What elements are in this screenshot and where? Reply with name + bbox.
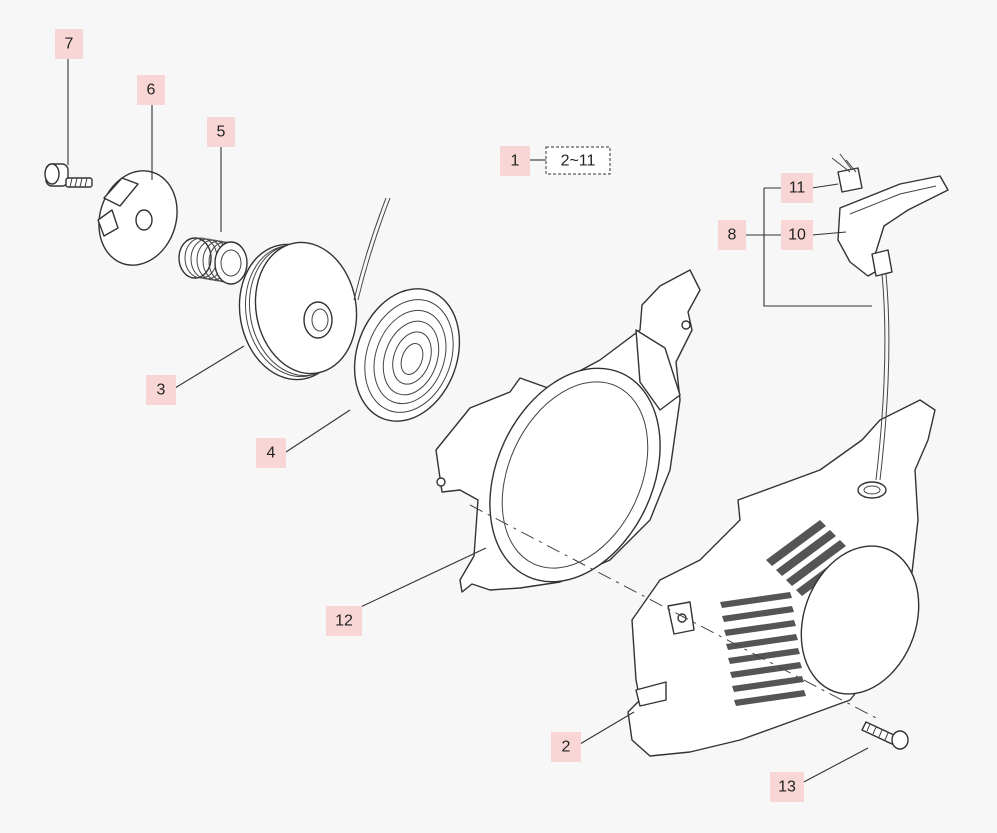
callout-1: 1 2~11 [500, 146, 611, 176]
part-11-rope-clip [831, 153, 863, 193]
callout-12: 12 [326, 606, 362, 636]
part-13-screw [861, 721, 909, 750]
callout-2-text: 2 [562, 739, 571, 756]
callout-5-text: 5 [217, 124, 226, 141]
callout-4-text: 4 [267, 445, 276, 462]
callout-7-text: 7 [65, 36, 74, 53]
part-6-pawl-plate [97, 170, 178, 266]
callout-10: 10 [781, 220, 813, 250]
part-4-recoil-spring [353, 288, 461, 422]
part-10-starter-handle [837, 175, 949, 277]
part-5-coil-spring [178, 237, 248, 285]
callout-6-text: 6 [147, 82, 156, 99]
part-2-starter-housing [627, 399, 936, 757]
callout-7: 7 [55, 29, 83, 59]
callout-1-text: 1 [511, 153, 520, 170]
callout-2: 2 [551, 732, 581, 762]
callout-5: 5 [207, 117, 235, 147]
callout-10-text: 10 [788, 227, 806, 244]
callout-13-text: 13 [778, 779, 796, 796]
callout-11: 11 [781, 173, 813, 203]
part-7-bolt [44, 163, 93, 188]
callout-8: 8 [718, 220, 746, 250]
callout-13: 13 [770, 772, 804, 802]
starter-rope [875, 273, 890, 481]
assembly-axis-line [469, 504, 881, 721]
callout-12-text: 12 [335, 613, 353, 630]
callout-3: 3 [146, 375, 176, 405]
part-12-guide-plate [435, 269, 701, 593]
callout-6: 6 [137, 75, 165, 105]
callout-11-text: 11 [789, 180, 806, 197]
callout-4: 4 [256, 438, 286, 468]
leader-lines [67, 58, 872, 785]
assembly-range-text: 2~11 [561, 153, 596, 170]
callout-3-text: 3 [157, 382, 166, 399]
part-3-rope-pulley [238, 197, 391, 381]
callout-8-text: 8 [728, 227, 737, 244]
